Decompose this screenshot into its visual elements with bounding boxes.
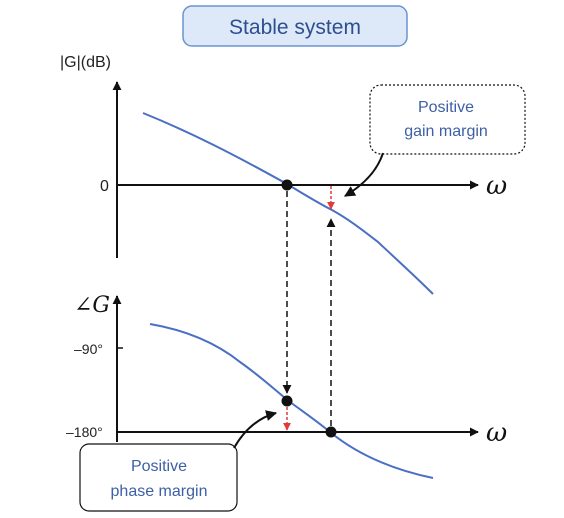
phase-y-axis-label: ∠G (74, 293, 110, 318)
phase-margin-pointer (233, 410, 278, 449)
phase-margin-callout-line2: phase margin (111, 483, 208, 500)
magnitude-zero-tick: 0 (100, 178, 109, 195)
phase-at-gain-crossover-point (281, 395, 293, 407)
title-box: Stable system (182, 5, 408, 47)
gain-margin-callout-line1: Positive (418, 99, 474, 116)
phase-margin-callout: Positive phase margin (79, 410, 278, 512)
gain-margin-pointer (344, 152, 384, 197)
title-text: Stable system (229, 16, 361, 39)
phase-x-axis-label: ω (486, 418, 507, 448)
magnitude-x-axis-label: ω (486, 171, 507, 201)
gain-margin-callout: Positive gain margin (344, 84, 526, 197)
magnitude-plot: |G|(dB) 0 ω (60, 54, 507, 295)
gain-margin-callout-line2: gain margin (404, 123, 488, 140)
gain-crossover-point (281, 179, 293, 191)
phase-margin-callout-line1: Positive (131, 458, 187, 475)
phase-tick-minus-90: –90° (74, 341, 103, 357)
phase-crossover-point (325, 426, 337, 438)
phase-plot: ∠G –90° –180° ω (66, 293, 507, 479)
phase-tick-minus-180: –180° (66, 424, 103, 440)
magnitude-y-axis-label: |G|(dB) (60, 54, 111, 71)
